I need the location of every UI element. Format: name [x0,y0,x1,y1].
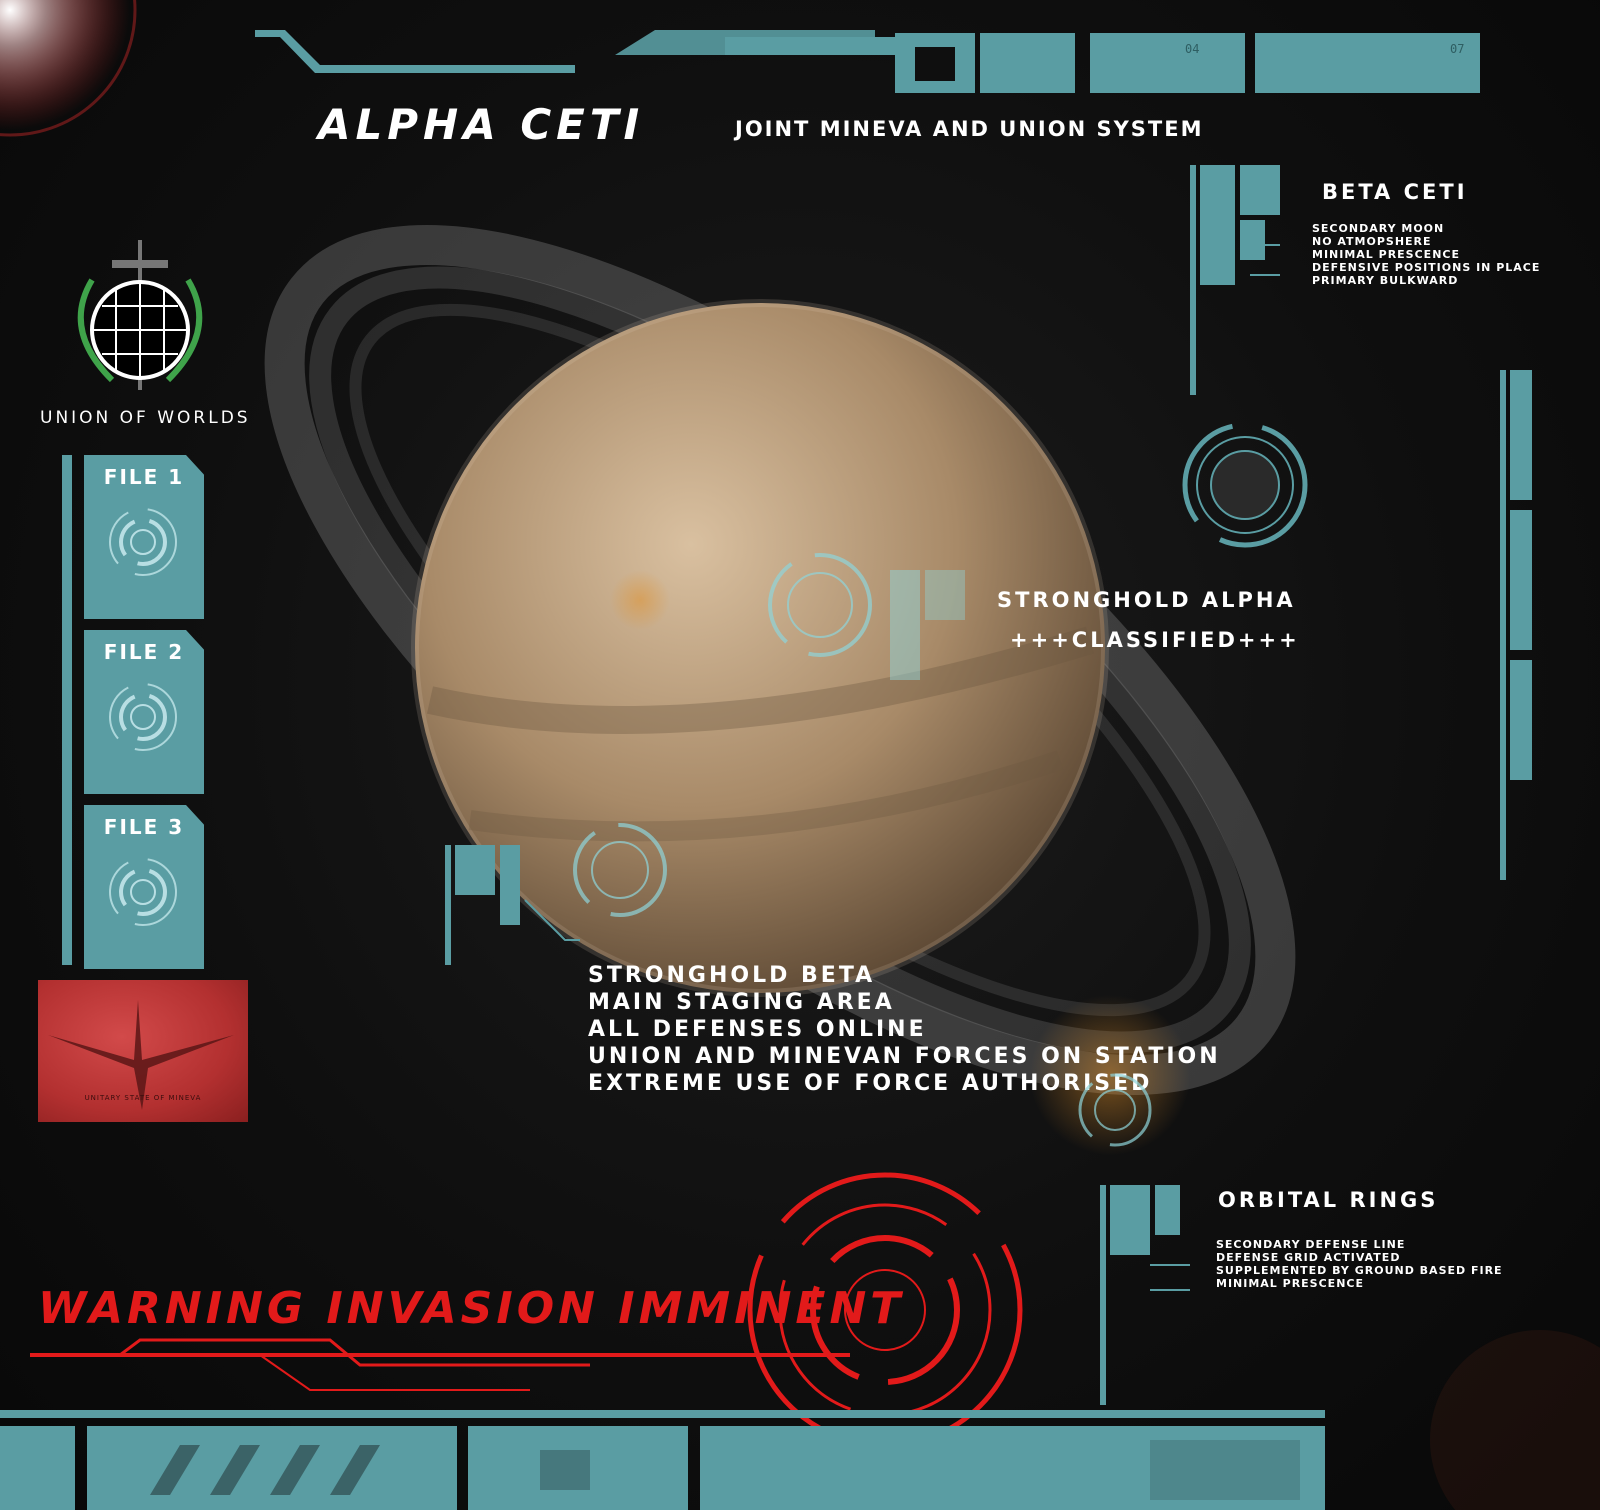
right-side-rail [1500,370,1532,880]
top-hud-bar: 04 07 [255,30,1480,93]
stronghold-beta-line: UNION AND MINEVAN FORCES ON STATION [588,1044,1221,1069]
bar-code-1: 04 [1185,42,1199,56]
mineva-label: UNITARY STATE OF MINEVA [84,1094,202,1102]
planet-alpha-ceti [415,303,1105,993]
moon-target-icon[interactable] [1180,420,1310,550]
file-2-label: FILE 2 [103,640,185,664]
orbital-rings-line: DEFENSE GRID ACTIVATED [1216,1251,1401,1264]
stronghold-alpha-status: +++CLASSIFIED+++ [1010,628,1300,652]
circular-target-icon [109,683,177,751]
beta-ceti-details: SECONDARY MOON NO ATMOPSHERE MINIMAL PRE… [1312,222,1540,287]
lens-flare [0,0,130,130]
stronghold-beta-line: STRONGHOLD BETA [588,963,876,988]
stronghold-alpha-title: STRONGHOLD ALPHA [997,588,1296,612]
union-of-worlds-label: UNION OF WORLDS [40,408,251,428]
stronghold-beta-line: EXTREME USE OF FORCE AUTHORISED [588,1071,1153,1096]
lens-flare-corner [1430,1330,1600,1510]
stronghold-beta-marker[interactable] [445,820,685,970]
beta-ceti-line: MINIMAL PRESCENCE [1312,248,1460,261]
circular-target-icon [109,508,177,576]
page-subtitle: JOINT MINEVA AND UNION SYSTEM [735,117,1204,141]
circular-target-icon [109,858,177,926]
file-3-label: FILE 3 [103,815,185,839]
beta-ceti-line: NO ATMOPSHERE [1312,235,1432,248]
warning-banner: WARNING INVASION IMMINENT [38,1283,905,1334]
file-tab-1[interactable]: FILE 1 [84,455,204,619]
beta-ceti-title: BETA CETI [1322,180,1468,204]
stronghold-beta-line: ALL DEFENSES ONLINE [588,1017,927,1042]
orbital-rings-details: SECONDARY DEFENSE LINE DEFENSE GRID ACTI… [1216,1238,1503,1290]
warning-circuit-lines [30,1338,850,1391]
beta-ceti-line: DEFENSIVE POSITIONS IN PLACE [1312,261,1541,274]
stronghold-beta-details: STRONGHOLD BETA MAIN STAGING AREA ALL DE… [588,962,1221,1097]
orbital-rings-line: SUPPLEMENTED BY GROUND BASED FIRE [1216,1264,1503,1277]
ring-target-icon[interactable] [1075,1070,1155,1150]
beta-ceti-line: SECONDARY MOON [1312,222,1445,235]
winged-emblem-icon [48,1000,234,1110]
union-globe-laurel-icon [77,240,203,390]
stronghold-beta-line: MAIN STAGING AREA [588,990,895,1015]
orbital-rings-bracket [1100,1185,1190,1405]
orbital-rings-title: ORBITAL RINGS [1218,1188,1439,1212]
file-tab-3[interactable]: FILE 3 [84,805,204,969]
beta-ceti-line: PRIMARY BULKWARD [1312,274,1459,287]
bar-code-2: 07 [1450,42,1464,56]
file-1-label: FILE 1 [103,465,185,489]
file-rail [62,455,72,965]
beta-ceti-bracket [1190,165,1280,395]
mineva-flag: UNITARY STATE OF MINEVA [38,980,248,1122]
orbital-rings-line: SECONDARY DEFENSE LINE [1216,1238,1406,1251]
page-title: ALPHA CETI [318,100,645,149]
bottom-hud-bar [0,1410,1325,1510]
orbital-rings-line: MINIMAL PRESCENCE [1216,1277,1364,1290]
file-tab-2[interactable]: FILE 2 [84,630,204,794]
stronghold-alpha-marker[interactable] [765,540,980,690]
